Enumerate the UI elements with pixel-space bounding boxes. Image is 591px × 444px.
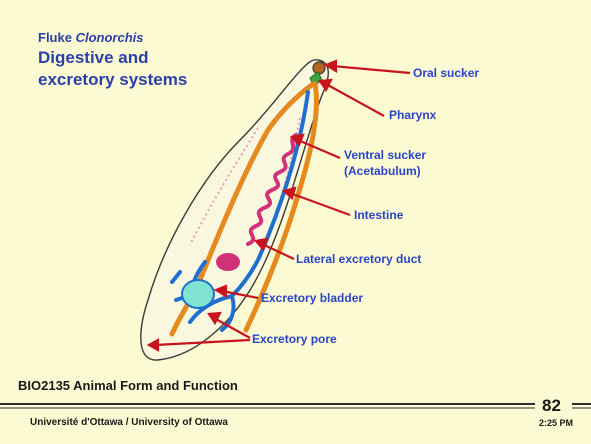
label-intestine: Intestine <box>354 208 403 222</box>
oral-sucker <box>313 62 325 74</box>
label-oral-sucker: Oral sucker <box>413 66 479 80</box>
label-acetabulum: (Acetabulum) <box>344 164 421 178</box>
label-ventral-sucker: Ventral sucker <box>344 148 426 162</box>
label-lateral-excretory-duct: Lateral excretory duct <box>296 252 421 266</box>
label-pharynx: Pharynx <box>389 108 436 122</box>
excretory-bladder <box>182 280 214 308</box>
title-line-1: Digestive and <box>38 48 149 68</box>
title-line-small: Fluke Clonorchis <box>38 30 144 45</box>
timestamp: 2:25 PM <box>539 418 573 428</box>
title-prefix: Fluke <box>38 30 72 45</box>
title-genus: Clonorchis <box>76 30 144 45</box>
page-number: 82 <box>542 396 561 416</box>
title-line-2: excretory systems <box>38 70 187 90</box>
label-excretory-bladder: Excretory bladder <box>261 291 363 305</box>
university-name: Université d'Ottawa / University of Otta… <box>30 417 228 428</box>
label-excretory-pore: Excretory pore <box>252 332 337 346</box>
course-title: BIO2135 Animal Form and Function <box>18 378 238 393</box>
ovary <box>216 253 240 271</box>
